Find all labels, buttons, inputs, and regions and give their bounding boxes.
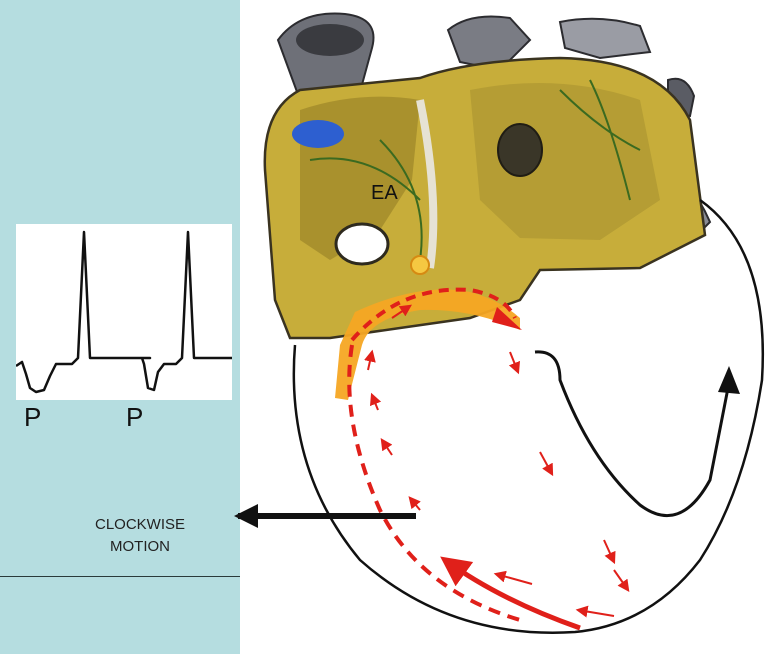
atria [265, 58, 705, 338]
blue-node-shape [292, 120, 344, 148]
ea-label: EA [371, 183, 398, 203]
activation-pathway [349, 290, 628, 628]
septal-motion-curve [535, 352, 728, 516]
pointer-arrowhead [234, 504, 258, 528]
motion-curve-arrowhead [718, 366, 740, 394]
